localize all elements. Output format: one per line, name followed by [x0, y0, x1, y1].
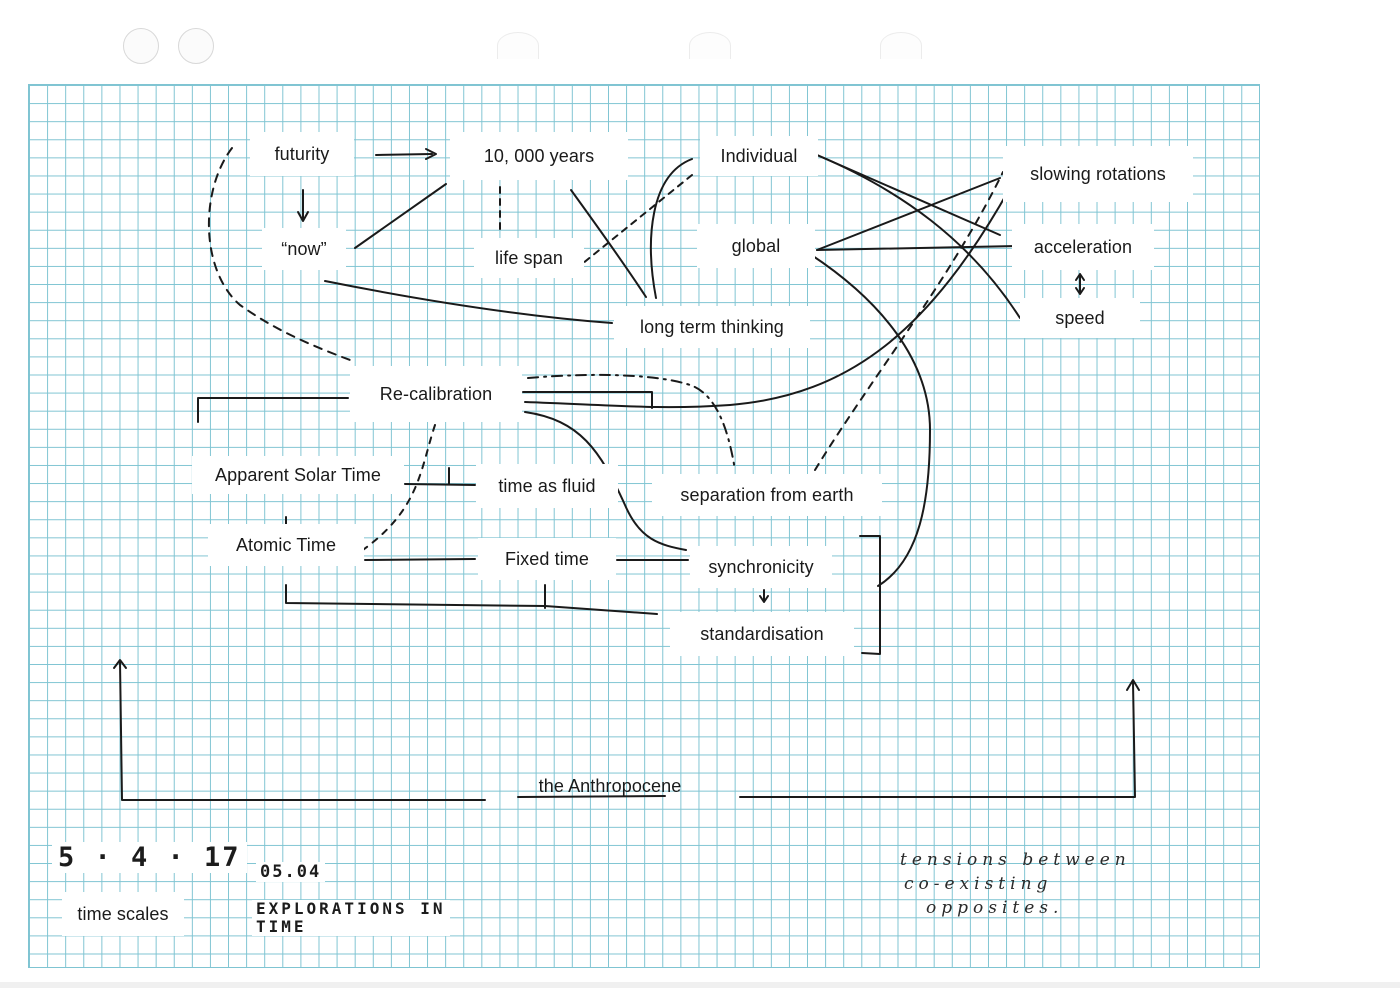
- date-stamp: 5 · 4 · 17: [52, 842, 247, 873]
- dashed-recalibration-atomic: [359, 424, 436, 553]
- time-scales-label: time scales: [62, 892, 184, 936]
- line-recalibration-synchronicity: [524, 411, 687, 551]
- node-acceleration: acceleration: [1012, 224, 1154, 270]
- line-individual-longterm: [649, 158, 693, 299]
- node-speed: speed: [1020, 298, 1140, 338]
- node-time-as-fluid: time as fluid: [476, 464, 618, 508]
- dashed-individual-lifespan: [581, 174, 693, 265]
- arrow-head: [1126, 679, 1140, 691]
- punch-hole: [689, 32, 731, 59]
- node-separation-from-earth: separation from earth: [652, 474, 882, 516]
- node-recalibration: Re-calibration: [350, 366, 522, 422]
- punch-hole: [497, 32, 539, 59]
- arrow-head: [759, 595, 769, 603]
- note-line-1: tensions between: [900, 850, 1131, 870]
- arrow-head: [297, 211, 309, 222]
- node-global: global: [697, 224, 815, 268]
- line-atomic-fixed: [364, 558, 476, 561]
- line-recalibration-right: [522, 391, 653, 409]
- node-life-span: life span: [474, 238, 584, 278]
- node-ten-thousand-years: 10, 000 years: [450, 132, 628, 180]
- line-now-longterm: [324, 280, 613, 324]
- dashdot-recalibration-separation: [527, 373, 736, 471]
- arrow-head: [425, 148, 437, 160]
- title-stamp-line1: EXPLORATIONS IN: [256, 899, 446, 918]
- node-slowing-rotations: slowing rotations: [1003, 146, 1193, 202]
- node-individual: Individual: [700, 136, 818, 176]
- code-stamp: 05.04: [256, 862, 326, 882]
- punch-hole: [880, 32, 922, 59]
- arrow-head: [1075, 273, 1085, 281]
- line-individual-speed: [816, 154, 1021, 319]
- line-solar-fluid: [404, 483, 476, 486]
- punch-hole: [178, 28, 214, 64]
- line-global-slowing: [816, 177, 1001, 251]
- scan-edge: [0, 982, 1400, 988]
- anthropocene-right-line: [739, 681, 1136, 798]
- anthropocene-left-line: [119, 661, 486, 801]
- node-now: “now”: [262, 228, 346, 270]
- node-apparent-solar-time: Apparent Solar Time: [192, 456, 404, 494]
- dashed-separation-slowing: [814, 171, 1004, 471]
- node-standardisation: standardisation: [670, 612, 854, 656]
- node-anthropocene: the Anthropocene: [538, 775, 682, 796]
- title-stamp-line2: TIME: [256, 917, 307, 936]
- arrow-head: [113, 659, 127, 669]
- node-fixed-time: Fixed time: [478, 538, 616, 580]
- line-years-longterm: [570, 189, 647, 298]
- bracket-sync-standard: [859, 535, 881, 655]
- arrow-head: [1075, 287, 1085, 295]
- line-now-years: [354, 183, 447, 249]
- node-atomic-time: Atomic Time: [208, 524, 364, 566]
- dashed-futurity-recalibration: [208, 147, 351, 361]
- bracket-atomic-standard: [285, 584, 658, 615]
- title-stamp: EXPLORATIONS IN TIME: [252, 900, 450, 936]
- line-recalibration-slowing: [524, 187, 1011, 409]
- anthropocene-underline: [517, 795, 666, 798]
- bracket-recalibration: [197, 397, 349, 423]
- node-futurity: futurity: [250, 132, 354, 176]
- note-line-2: co-existing: [904, 874, 1053, 894]
- note-line-3: opposites.: [926, 898, 1064, 918]
- node-synchronicity: synchronicity: [690, 546, 832, 588]
- punch-hole: [123, 28, 159, 64]
- node-long-term-thinking: long term thinking: [614, 306, 810, 348]
- line-global-acceleration: [816, 245, 1021, 251]
- arrow-futurity-to-years: [375, 153, 433, 156]
- line-global-synchronicity: [809, 253, 931, 587]
